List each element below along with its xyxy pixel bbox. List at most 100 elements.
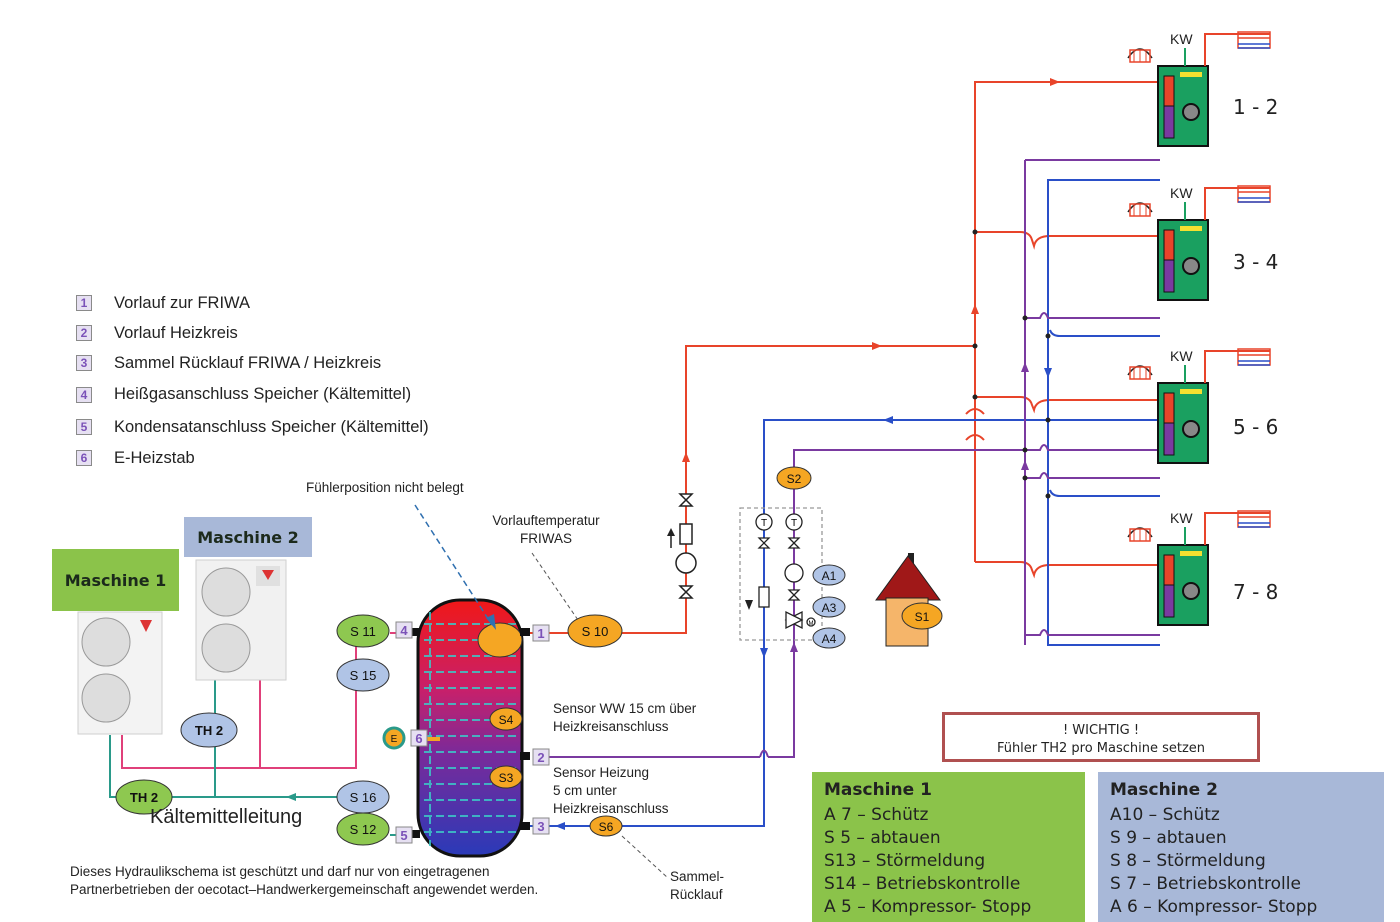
- purple-flow-arrows: [790, 362, 1029, 652]
- heating-element-e: E: [382, 726, 406, 750]
- sensor-s6: S6: [589, 815, 623, 837]
- heating-station-1: KW: [1127, 31, 1271, 147]
- sammel-note: Sammel- Rücklauf: [670, 868, 724, 904]
- actuator-a4: A4: [812, 627, 846, 649]
- svg-text:S3: S3: [499, 771, 514, 785]
- heating-station-3: KW: [1127, 348, 1271, 464]
- maschine1-item: A 5 – Kompressor- Stopp: [824, 897, 1032, 917]
- sensor-s10: S 10: [567, 614, 623, 648]
- svg-text:TH 2: TH 2: [195, 723, 223, 738]
- legend-item: 1 Vorlauf zur FRIWA: [76, 288, 429, 318]
- svg-text:A4: A4: [822, 632, 837, 646]
- vorlauftemp-line1: Vorlauftemperatur: [492, 513, 600, 528]
- maschine1-box: Maschine 1 A 7 – Schütz S 5 – abtauen S1…: [812, 772, 1085, 922]
- sensor-ww-line2: Heizkreisanschluss: [553, 719, 669, 734]
- sensor-heizung-line2: 5 cm unter: [553, 783, 617, 798]
- house-icon: S1: [875, 553, 943, 647]
- port-4: 4: [400, 623, 408, 638]
- sensor-heizung-line3: Heizkreisanschluss: [553, 801, 669, 816]
- sensor-s16: S 16: [336, 780, 390, 814]
- sensor-th2-maschine1: TH 2: [115, 779, 173, 815]
- kw-label: KW: [1170, 31, 1193, 47]
- legend-number: 2: [76, 325, 92, 341]
- friwa-flow-arrow: [667, 528, 675, 536]
- teal-arrow: [286, 793, 296, 801]
- dashed-pointer-s10: [531, 552, 579, 621]
- warning-line1: ! WICHTIG !: [1062, 723, 1140, 738]
- junction-dots: [972, 229, 1051, 499]
- unit-label-3: 5 - 6: [1233, 415, 1279, 439]
- svg-text:S 10: S 10: [582, 624, 609, 639]
- svg-text:S 16: S 16: [350, 790, 377, 805]
- maschine2-item: A10 – Schütz: [1110, 805, 1220, 825]
- port-boxes: [395, 621, 550, 844]
- maschine2-box-title: Maschine 2: [1110, 780, 1218, 800]
- maschine2-label: Maschine 2: [184, 517, 312, 557]
- sammel-line2: Rücklauf: [670, 887, 723, 902]
- sensor-heizung-note: Sensor Heizung 5 cm unter Heizkreisansch…: [553, 764, 669, 818]
- sensor-s3: S3: [489, 765, 523, 789]
- blue-flow-arrows: [555, 368, 1052, 830]
- sensor-s1: S1: [915, 610, 930, 624]
- svg-text:S6: S6: [599, 820, 614, 834]
- sensor-heizung-line1: Sensor Heizung: [553, 765, 650, 780]
- sensor-s12: S 12: [336, 812, 390, 846]
- mixer-flow-arrow: [745, 600, 753, 610]
- legend-number: 6: [76, 450, 92, 466]
- port-3: 3: [537, 819, 544, 834]
- disclaimer-line1: Dieses Hydraulikschema ist geschützt und…: [70, 864, 490, 879]
- thermo-t2: T: [791, 518, 797, 529]
- port-5: 5: [400, 828, 407, 843]
- purple-heating-pipes: [548, 159, 1160, 758]
- kw-label: KW: [1170, 185, 1193, 201]
- svg-text:S 15: S 15: [350, 668, 377, 683]
- storage-tank: [410, 598, 530, 858]
- outdoor-unit-maschine2: [195, 559, 287, 681]
- heating-station-4: KW: [1127, 510, 1271, 626]
- pipe-crossings: [965, 408, 985, 441]
- pointer-arrowhead: [486, 614, 496, 630]
- maschine1-label: Maschine 1: [52, 549, 179, 611]
- port-1: 1: [537, 626, 544, 641]
- maschine1-item: S 5 – abtauen: [824, 828, 941, 848]
- unit-label-2: 3 - 4: [1233, 250, 1279, 274]
- kw-label: KW: [1170, 348, 1193, 364]
- maschine1-item: S14 – Betriebskontrolle: [824, 874, 1021, 894]
- sensor-s2: S2: [776, 466, 812, 490]
- kaeltemittelleitung-label: Kältemittelleitung: [150, 806, 303, 828]
- legend-number: 1: [76, 295, 92, 311]
- svg-text:S 11: S 11: [350, 624, 376, 639]
- heating-stations: KW KW KW KW: [1127, 31, 1271, 626]
- unit-label-4: 7 - 8: [1233, 580, 1279, 604]
- disclaimer-line2: Partnerbetrieben der oecotact–Handwerker…: [70, 882, 539, 897]
- svg-text:A3: A3: [822, 601, 837, 615]
- vorlauftemp-line2: FRIWAS: [520, 531, 572, 546]
- sensor-ww-note: Sensor WW 15 cm über Heizkreisanschluss: [553, 700, 696, 736]
- kw-label: KW: [1170, 510, 1193, 526]
- legend-text: E-Heizstab: [114, 448, 195, 467]
- legend-number: 4: [76, 386, 92, 403]
- sensor-s11: S 11: [336, 614, 390, 648]
- legend-text: Sammel Rücklauf FRIWA / Heizkreis: [114, 353, 382, 372]
- red-supply-pipes: [522, 81, 1160, 634]
- sensor-ww-line1: Sensor WW 15 cm über: [553, 701, 697, 716]
- mixer-motor-m: M: [809, 621, 814, 627]
- svg-text:A1: A1: [822, 569, 837, 583]
- svg-text:S4: S4: [499, 713, 514, 727]
- actuator-a3: A3: [812, 596, 846, 618]
- unit-label-1: 1 - 2: [1233, 95, 1279, 119]
- legend-text: Vorlauf zur FRIWA: [114, 293, 251, 312]
- maschine1-item: S13 – Störmeldung: [824, 851, 986, 871]
- port-6: 6: [415, 731, 422, 746]
- maschine2-item: S 8 – Störmeldung: [1110, 851, 1266, 871]
- disclaimer: Dieses Hydraulikschema ist geschützt und…: [70, 863, 538, 899]
- heating-station-2: KW: [1127, 185, 1271, 301]
- maschine2-item: A 6 – Kompressor- Stopp: [1110, 897, 1318, 917]
- sammel-line1: Sammel-: [670, 869, 725, 884]
